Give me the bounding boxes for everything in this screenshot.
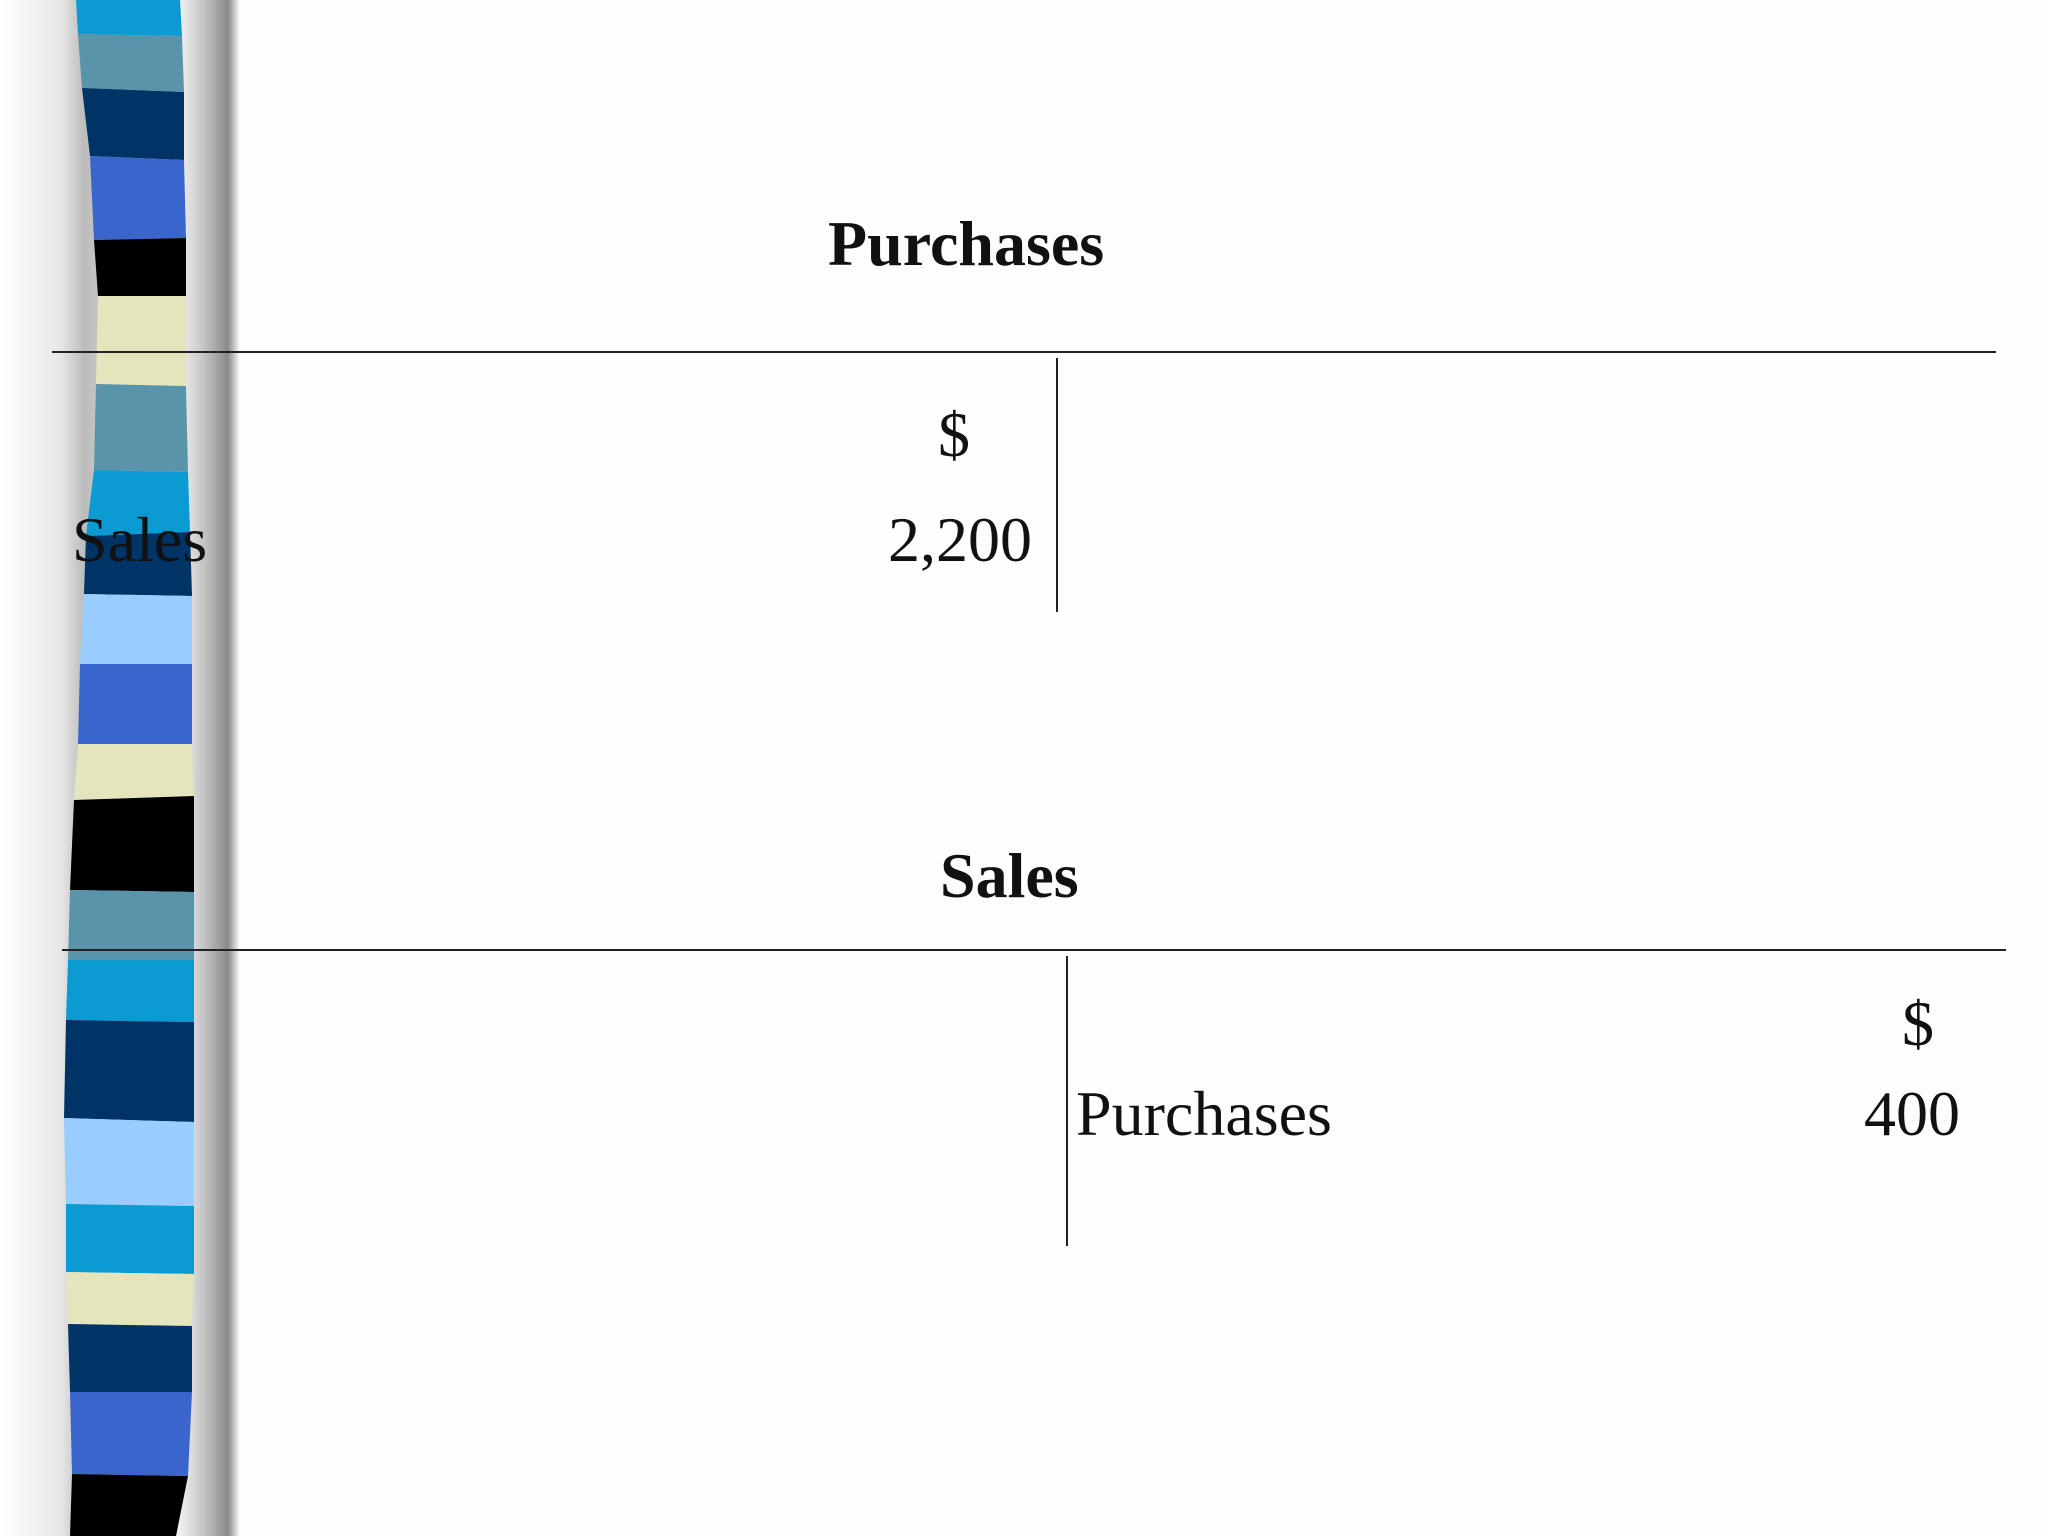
account-2-horizontal-rule xyxy=(62,949,2006,951)
banner-stripes xyxy=(64,0,194,1536)
account-2-credit-amount: 400 xyxy=(1864,1078,1960,1149)
account-1-horizontal-rule xyxy=(52,351,1996,353)
account-1-debit-currency: $ xyxy=(938,399,970,470)
account-title-purchases: Purchases xyxy=(828,208,1105,279)
decorative-striped-banner xyxy=(0,0,240,1536)
account-title-sales: Sales xyxy=(940,840,1079,911)
account-1-debit-label: Sales xyxy=(72,504,208,575)
account-2-credit-currency: $ xyxy=(1902,988,1934,1059)
account-2-credit-label: Purchases xyxy=(1076,1078,1332,1149)
account-1-vertical-rule xyxy=(1056,358,1058,612)
account-2-vertical-rule xyxy=(1066,956,1068,1246)
account-1-debit-amount: 2,200 xyxy=(888,504,1032,575)
